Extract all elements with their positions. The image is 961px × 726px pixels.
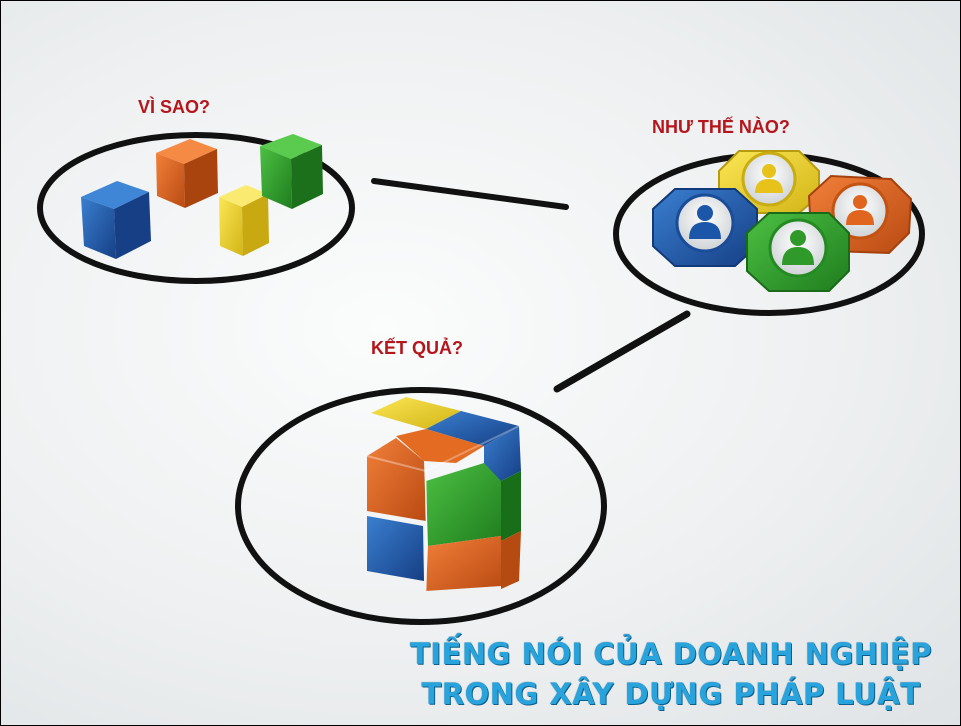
- title-line-2: TRONG XÂY DỰNG PHÁP LUẬT: [421, 677, 921, 711]
- person-icon: [755, 164, 783, 193]
- green-cube: [260, 134, 323, 209]
- result-ellipse: [235, 387, 607, 625]
- rubik-cube: [366, 397, 521, 591]
- connector-line-top: [371, 178, 569, 210]
- orange-hex-token: [807, 174, 913, 255]
- title-line-1: TIẾNG NÓI CỦA DOANH NGHIỆP: [410, 637, 932, 671]
- how-group: [613, 150, 925, 316]
- label-why: VÌ SAO?: [138, 97, 211, 117]
- connector-line-diagonal: [553, 310, 691, 393]
- label-result: KẾT QUẢ?: [371, 338, 463, 358]
- label-how: NHƯ THẾ NÀO?: [652, 117, 790, 137]
- orange-cube: [156, 139, 218, 208]
- person-icon: [689, 205, 721, 239]
- blue-hex-token: [652, 188, 758, 267]
- green-hex-token: [746, 212, 850, 292]
- person-icon: [846, 195, 874, 225]
- person-icon: [782, 230, 814, 265]
- why-group: [37, 132, 355, 284]
- blue-cube: [81, 181, 151, 259]
- yellow-cube: [219, 185, 269, 256]
- why-ellipse: [37, 132, 355, 284]
- result-group: [235, 387, 607, 625]
